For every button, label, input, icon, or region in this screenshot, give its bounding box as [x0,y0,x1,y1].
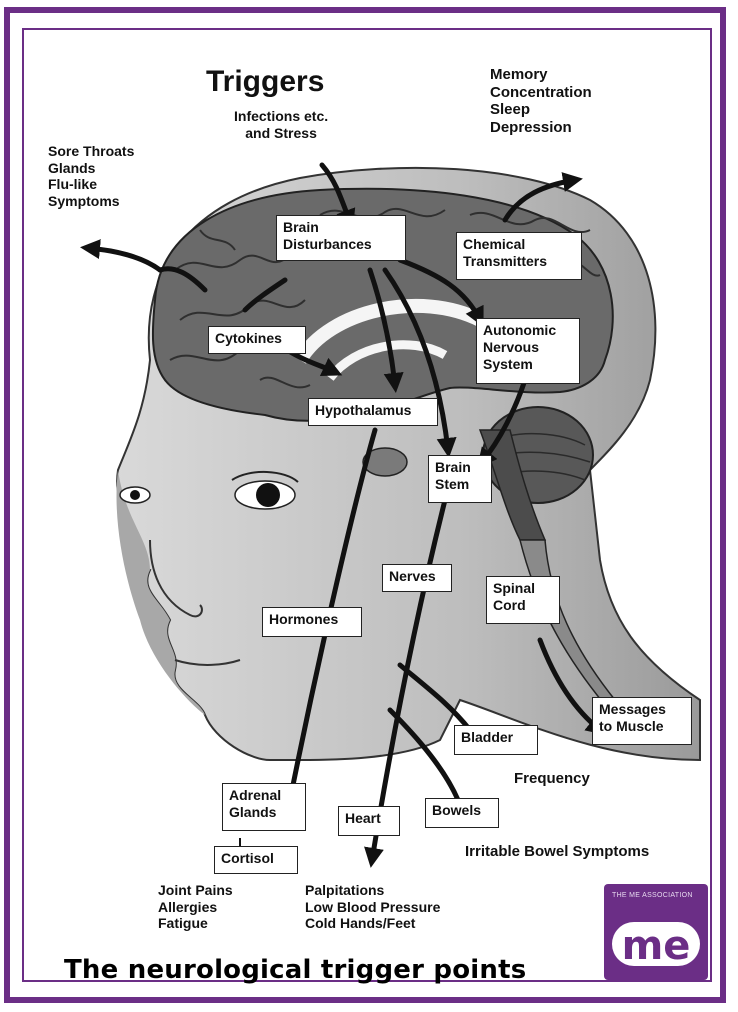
me-logo-icon: me [608,910,704,972]
cortisol-box: Cortisol [214,846,298,874]
adrenal-glands-box: Adrenal Glands [222,783,306,831]
triggers-subtitle: Infections etc. and Stress [234,108,328,141]
brain-disturbances-box: Brain Disturbances [276,215,406,261]
logo-big-text: me [622,923,691,969]
bowels-box: Bowels [425,798,499,828]
me-association-logo: THE ME ASSOCIATION me [604,884,708,980]
spinal-cord-box: Spinal Cord [486,576,560,624]
hormones-box: Hormones [262,607,362,637]
irritable-bowel-label: Irritable Bowel Symptoms [465,843,649,861]
triggers-title: Triggers [206,64,324,99]
memory-label: Memory Concentration Sleep Depression [490,66,592,137]
sore-throats-label: Sore Throats Glands Flu-like Symptoms [48,143,134,209]
caption: The neurological trigger points [64,955,526,985]
palpitations-label: Palpitations Low Blood Pressure Cold Han… [305,882,440,932]
messages-box: Messages to Muscle [592,697,692,745]
logo-small-text: THE ME ASSOCIATION [612,892,693,899]
cytokines-box: Cytokines [208,326,306,354]
frequency-label: Frequency [514,770,590,788]
brain-stem-box: Brain Stem [428,455,492,503]
autonomic-box: Autonomic Nervous System [476,318,580,384]
hypothalamus-box: Hypothalamus [308,398,438,426]
joint-pains-label: Joint Pains Allergies Fatigue [158,882,233,932]
chemical-transmitters-box: Chemical Transmitters [456,232,582,280]
nerves-box: Nerves [382,564,452,592]
bladder-box: Bladder [454,725,538,755]
heart-box: Heart [338,806,400,836]
